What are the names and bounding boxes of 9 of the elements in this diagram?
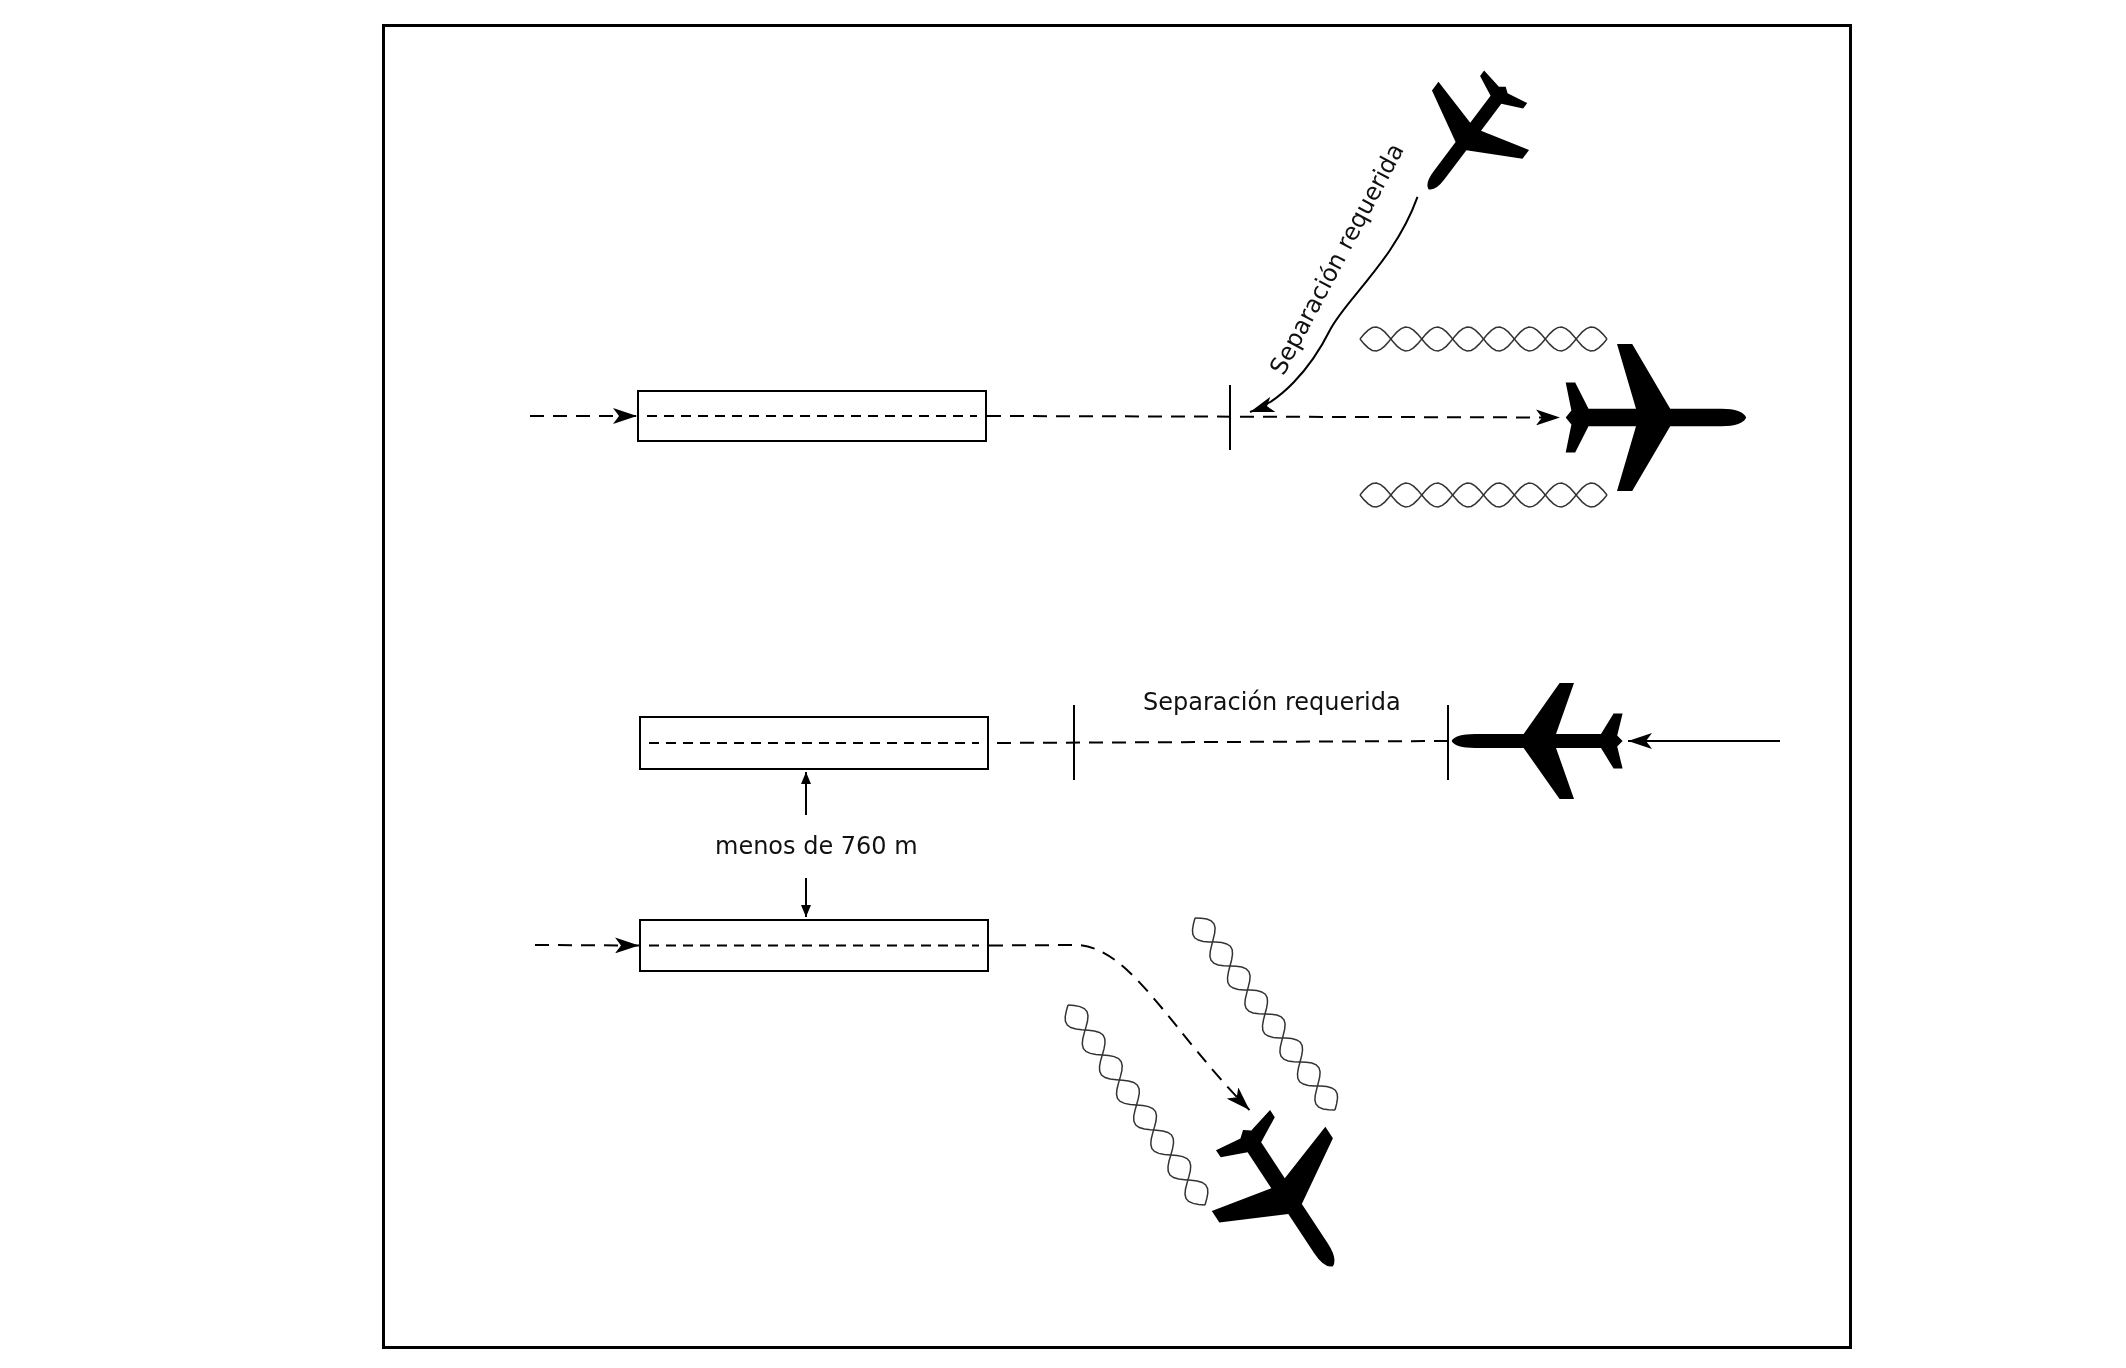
flight-path [529,408,638,424]
runway [639,716,989,770]
runway [637,390,987,442]
flight-path [1249,195,1419,413]
flight-path [534,937,640,954]
flight-path [988,944,1251,1111]
flight-path [1627,733,1781,749]
runway [639,919,989,972]
flight-path [986,409,1561,426]
